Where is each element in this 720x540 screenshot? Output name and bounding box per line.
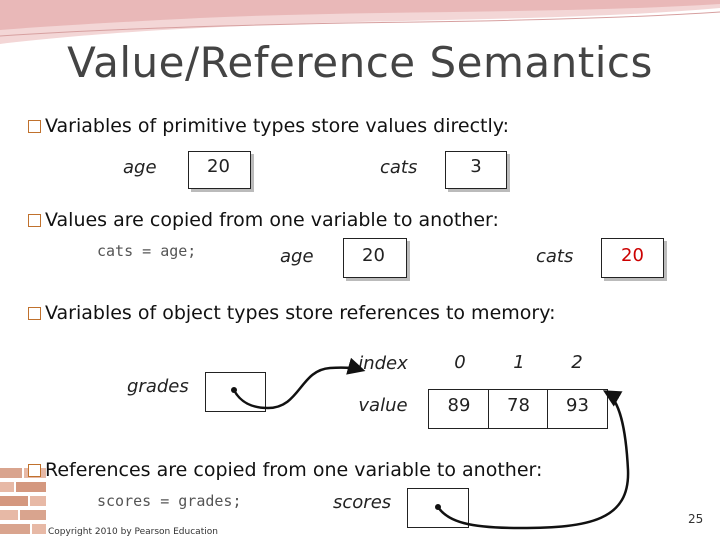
bullet-primitive-types: Variables of primitive types store value…: [28, 115, 509, 137]
index-header: index: [358, 353, 408, 374]
cats-label-2: cats: [536, 246, 574, 267]
cats-label: cats: [380, 157, 418, 178]
cats-value-box: 3: [445, 151, 507, 189]
index-1: 1: [513, 352, 525, 373]
array-cell-2: 93: [547, 389, 608, 429]
value-header: value: [358, 395, 408, 416]
array-cell-0: 89: [428, 389, 490, 429]
age-label: age: [123, 157, 157, 178]
bullet-values-copied: Values are copied from one variable to a…: [28, 209, 499, 231]
grades-label: grades: [127, 376, 189, 397]
scores-arrow-dot: [435, 504, 441, 510]
bullet-text: Values are copied from one variable to a…: [45, 209, 499, 231]
copyright: Copyright 2010 by Pearson Education: [48, 527, 218, 537]
grades-arrow-dot: [231, 387, 237, 393]
index-2: 2: [571, 352, 583, 373]
age-value-2: 20: [362, 245, 385, 266]
cats-value-box-2: 20: [601, 238, 664, 278]
array-cell-1: 78: [488, 389, 549, 429]
scores-arrow: [436, 390, 630, 530]
index-0: 0: [454, 352, 466, 373]
bullet-square-icon: [28, 464, 41, 477]
bullet-object-types: Variables of object types store referenc…: [28, 302, 555, 324]
bullet-square-icon: [28, 307, 41, 320]
bullet-square-icon: [28, 214, 41, 227]
age-value-box: 20: [188, 151, 251, 189]
header-decoration: [0, 0, 720, 44]
brick-decoration: [0, 468, 46, 534]
bullet-text: Variables of primitive types store value…: [45, 115, 510, 137]
array-value-2: 93: [566, 395, 589, 416]
array-value-0: 89: [447, 395, 471, 416]
bullet-text: Variables of object types store referenc…: [45, 302, 556, 324]
age-value-box-2: 20: [343, 238, 407, 278]
age-label-2: age: [280, 246, 314, 267]
bullet-references-copied: References are copied from one variable …: [28, 459, 542, 481]
slide-title: Value/Reference Semantics: [67, 38, 653, 87]
bullet-text: References are copied from one variable …: [45, 459, 543, 481]
cats-value-2: 20: [621, 245, 644, 266]
cats-value: 3: [470, 156, 482, 177]
page-number: 25: [688, 512, 704, 526]
age-value: 20: [207, 156, 230, 177]
scores-label: scores: [333, 492, 392, 513]
code-scores-equals-grades: scores = grades;: [97, 492, 242, 510]
array-value-1: 78: [507, 395, 530, 416]
bullet-square-icon: [28, 120, 41, 133]
code-cats-equals-age: cats = age;: [97, 242, 197, 260]
grades-arrow: [232, 357, 366, 410]
